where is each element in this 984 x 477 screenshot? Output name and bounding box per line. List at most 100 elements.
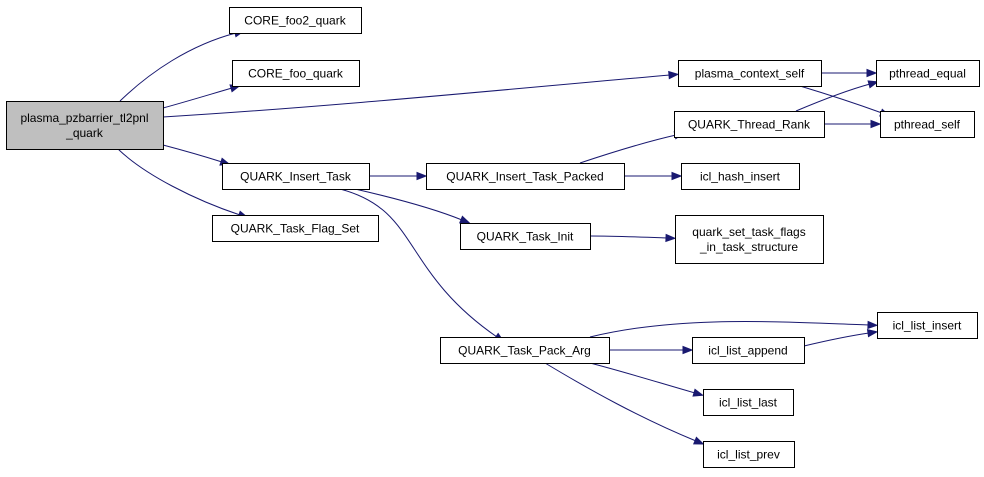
edge-task_pack_arg-to-icl_list_prev bbox=[544, 362, 705, 445]
node-core-foo[interactable]: CORE_foo_quark bbox=[232, 60, 360, 87]
node-label: CORE_foo2_quark bbox=[244, 14, 346, 28]
edge-line bbox=[803, 332, 870, 347]
edge-line bbox=[354, 188, 463, 221]
node-label: QUARK_Task_Init bbox=[477, 230, 574, 244]
arrowhead bbox=[870, 119, 882, 129]
edge-task_pack_arg-to-icl_list_append bbox=[609, 345, 694, 355]
node-label: icl_list_last bbox=[719, 396, 778, 410]
node-task-init[interactable]: QUARK_Task_Init bbox=[460, 223, 591, 250]
node-root[interactable]: plasma_pzbarrier_tl2pnl_quark bbox=[6, 101, 164, 150]
edge-task_init-to-quark_set_task_flags bbox=[589, 233, 677, 243]
arrowhead bbox=[693, 436, 705, 445]
edge-line bbox=[162, 87, 233, 109]
node-icl-hash-insert[interactable]: icl_hash_insert bbox=[681, 163, 800, 190]
edge-task_pack_arg-to-icl_list_last bbox=[589, 362, 705, 397]
node-label: quark_set_task_flags bbox=[692, 225, 805, 239]
node-label: pthread_self bbox=[894, 118, 961, 132]
edge-line bbox=[162, 74, 671, 118]
node-icl-list-append[interactable]: icl_list_append bbox=[692, 337, 805, 364]
edge-root-to-insert_task bbox=[162, 144, 231, 166]
edge-insert_task_packed-to-icl_hash_insert bbox=[623, 171, 683, 181]
node-pthread-self[interactable]: pthread_self bbox=[880, 111, 975, 138]
node-label: QUARK_Insert_Task_Packed bbox=[446, 170, 603, 184]
edge-root-to-plasma_context_self bbox=[162, 70, 680, 118]
edge-insert_task-to-task_init bbox=[354, 188, 471, 224]
arrowhead bbox=[867, 80, 880, 89]
node-label: CORE_foo_quark bbox=[248, 67, 344, 81]
node-core-foo2[interactable]: CORE_foo2_quark bbox=[229, 7, 362, 34]
node-label: icl_list_prev bbox=[717, 448, 780, 462]
node-box[interactable] bbox=[692, 337, 805, 364]
node-label: QUARK_Thread_Rank bbox=[688, 118, 811, 132]
node-task-pack-arg[interactable]: QUARK_Task_Pack_Arg bbox=[440, 337, 610, 364]
node-label: QUARK_Task_Flag_Set bbox=[231, 222, 360, 236]
edge-line bbox=[795, 83, 871, 112]
node-label: QUARK_Task_Pack_Arg bbox=[458, 344, 591, 358]
edge-icl_list_append-to-icl_list_insert bbox=[803, 329, 879, 347]
edge-thread_rank-to-pthread_equal bbox=[795, 80, 880, 112]
node-box[interactable] bbox=[460, 223, 591, 250]
node-box[interactable] bbox=[876, 60, 980, 87]
node-box[interactable] bbox=[703, 441, 795, 468]
node-insert-task-packed[interactable]: QUARK_Insert_Task_Packed bbox=[426, 163, 625, 190]
node-insert-task[interactable]: QUARK_Insert_Task bbox=[222, 163, 370, 190]
edge-line bbox=[589, 321, 870, 338]
edge-line bbox=[799, 85, 883, 114]
node-quark-set-task-flags[interactable]: quark_set_task_flags_in_task_structure bbox=[675, 215, 824, 264]
node-box[interactable] bbox=[426, 163, 625, 190]
node-label: icl_list_insert bbox=[893, 319, 962, 333]
node-icl-list-last[interactable]: icl_list_last bbox=[703, 389, 794, 416]
function-nodes: plasma_pzbarrier_tl2pnl_quark CORE_foo2_q… bbox=[6, 7, 980, 468]
node-box[interactable] bbox=[678, 60, 822, 87]
node-label: QUARK_Insert_Task bbox=[240, 170, 352, 184]
edge-root-to-core_foo bbox=[162, 84, 242, 109]
edge-line bbox=[162, 144, 223, 163]
edge-line bbox=[119, 32, 237, 102]
edge-insert_task_packed-to-thread_rank bbox=[579, 131, 686, 164]
edge-thread_rank-to-pthread_self bbox=[824, 119, 882, 129]
arrowhead bbox=[867, 320, 879, 330]
node-box[interactable] bbox=[674, 111, 825, 138]
node-box[interactable] bbox=[212, 215, 379, 242]
arrowhead bbox=[866, 68, 878, 78]
edge-line bbox=[579, 134, 677, 164]
node-label: pthread_equal bbox=[889, 67, 966, 81]
arrowhead bbox=[665, 233, 677, 243]
arrowhead bbox=[671, 171, 683, 181]
node-box[interactable] bbox=[681, 163, 800, 190]
node-box[interactable] bbox=[229, 7, 362, 34]
node-box[interactable] bbox=[222, 163, 370, 190]
edge-plasma_context_self-to-pthread_equal bbox=[821, 68, 878, 78]
edge-line bbox=[589, 235, 668, 239]
node-box[interactable] bbox=[232, 60, 360, 87]
edge-line bbox=[589, 362, 696, 394]
node-pthread-equal[interactable]: pthread_equal bbox=[876, 60, 980, 87]
edge-insert_task-to-insert_task_packed bbox=[368, 171, 428, 181]
node-label: _in_task_structure bbox=[699, 240, 798, 254]
arrowhead bbox=[668, 70, 680, 80]
node-icl-list-prev[interactable]: icl_list_prev bbox=[703, 441, 795, 468]
edge-insert_task-to-task_pack_arg bbox=[339, 188, 505, 343]
node-box[interactable] bbox=[675, 215, 824, 264]
node-label: _quark bbox=[65, 126, 104, 140]
node-box[interactable] bbox=[880, 111, 975, 138]
arrowhead bbox=[866, 329, 879, 338]
arrowhead bbox=[682, 345, 694, 355]
arrowhead bbox=[459, 215, 471, 224]
arrowhead bbox=[416, 171, 428, 181]
node-label: plasma_context_self bbox=[695, 67, 805, 81]
edge-line bbox=[117, 148, 241, 216]
node-box[interactable] bbox=[877, 312, 978, 339]
node-thread-rank[interactable]: QUARK_Thread_Rank bbox=[674, 111, 825, 138]
node-label: icl_hash_insert bbox=[700, 170, 781, 184]
edge-task_pack_arg-to-icl_list_insert bbox=[589, 320, 879, 338]
node-icl-list-insert[interactable]: icl_list_insert bbox=[877, 312, 978, 339]
edge-line bbox=[544, 362, 697, 442]
node-task-flag-set[interactable]: QUARK_Task_Flag_Set bbox=[212, 215, 379, 242]
node-plasma-context-self[interactable]: plasma_context_self bbox=[678, 60, 822, 87]
node-box[interactable] bbox=[440, 337, 610, 364]
node-box[interactable] bbox=[6, 101, 164, 150]
arrowhead bbox=[692, 388, 705, 397]
node-box[interactable] bbox=[703, 389, 794, 416]
